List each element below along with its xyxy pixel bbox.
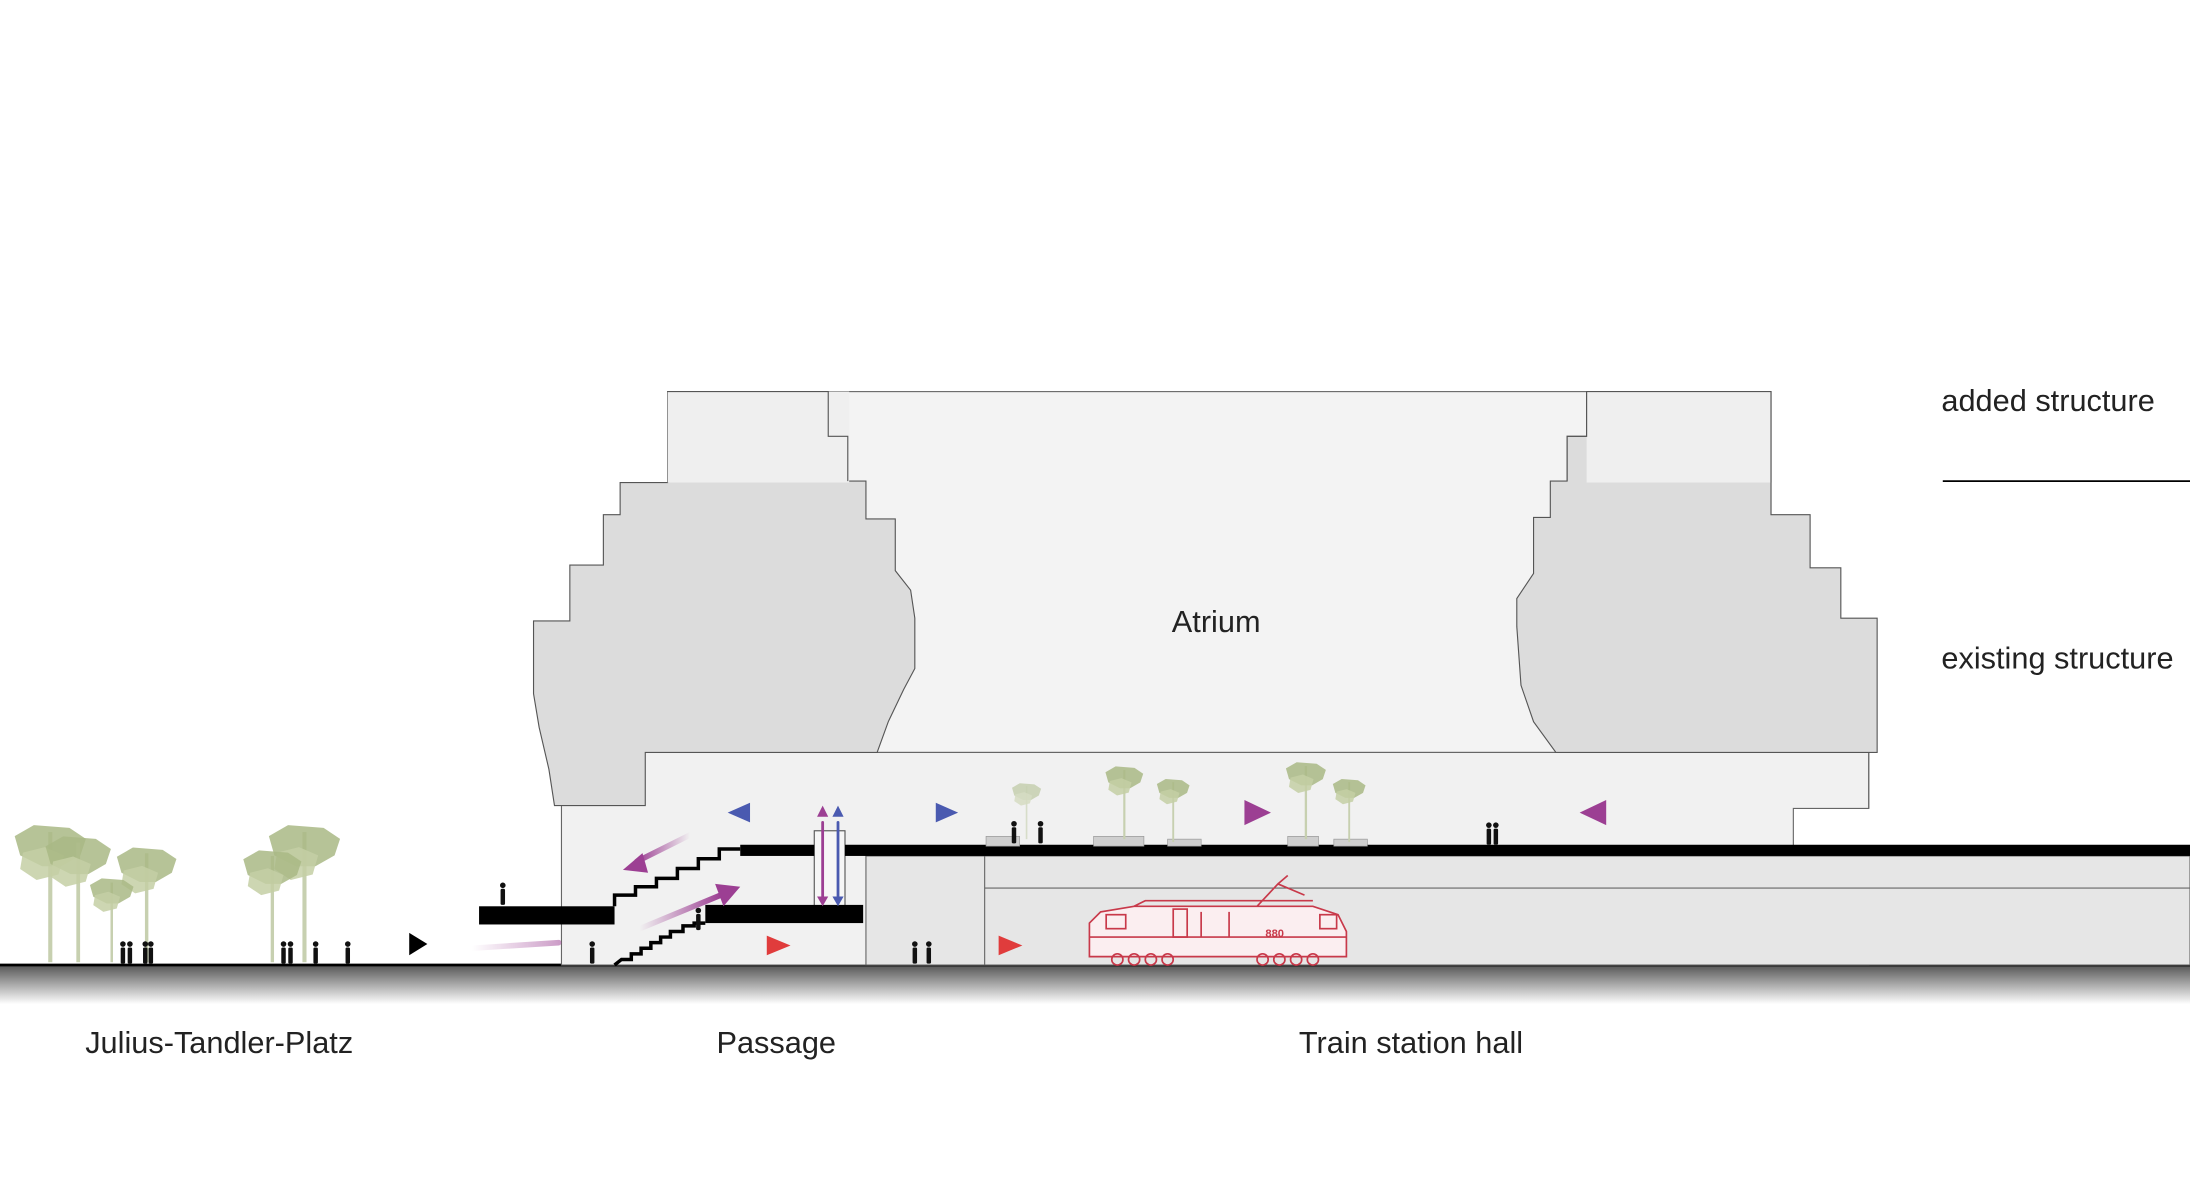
atrium-planters <box>985 836 1368 847</box>
added-structure-label: added structure <box>1941 383 2154 418</box>
train-station-hall-label: Train station hall <box>1299 1025 1523 1060</box>
play-triangle-icon <box>409 932 428 956</box>
stairs <box>612 847 741 967</box>
atrium-label: Atrium <box>1172 604 1261 639</box>
ground-gradient <box>0 965 2190 1005</box>
train-station-hall <box>865 855 2190 966</box>
added-structure-right-top <box>1586 391 1771 483</box>
flow-arrows <box>469 800 1938 956</box>
train-number: 880 <box>1265 928 1284 940</box>
passage-label: Passage <box>716 1025 836 1060</box>
added-structure-left-top <box>667 391 850 483</box>
elevator-shaft <box>813 830 846 909</box>
existing-structure-left <box>532 391 916 807</box>
julius-tandler-platz-label: Julius-Tandler-Platz <box>85 1025 353 1060</box>
floor-slabs <box>479 844 2190 925</box>
existing-structure-label: existing structure <box>1941 641 2173 676</box>
locomotive-icon <box>1088 874 1348 966</box>
